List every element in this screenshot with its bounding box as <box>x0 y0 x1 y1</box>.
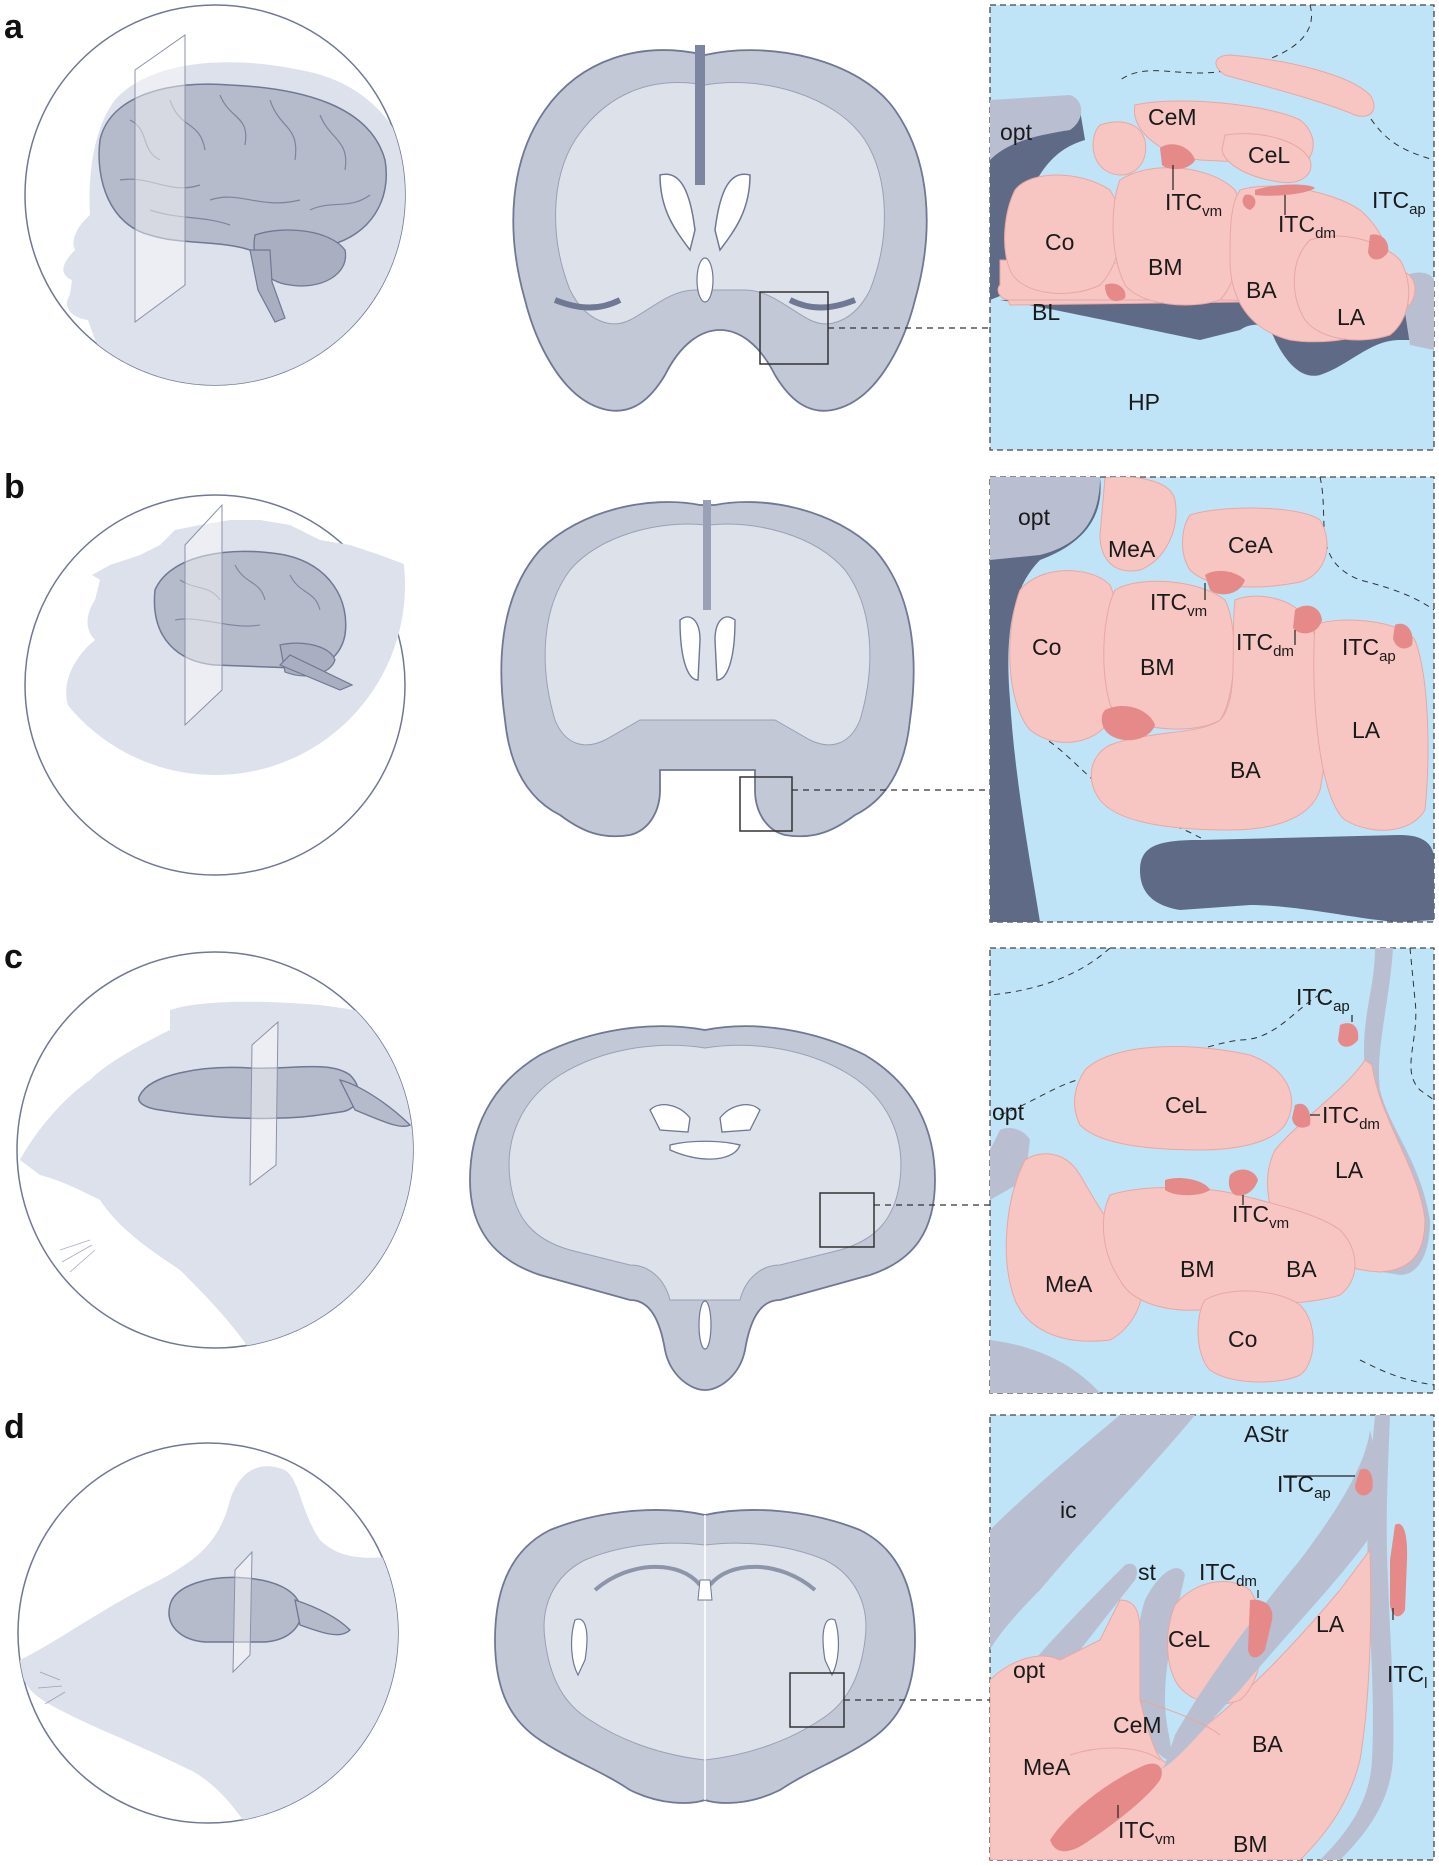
label-mea-d: MeA <box>1023 1754 1071 1780</box>
inset-d: AStr ITCap ic st ITCdm CeL LA ITCl opt C… <box>989 1414 1435 1861</box>
coronal-plane-c <box>249 1020 279 1187</box>
label-itc-vm-a: ITCvm <box>1165 189 1222 220</box>
label-cem-d: CeM <box>1113 1712 1162 1738</box>
inset-c: ITCap CeL opt ITCdm LA ITCvm MeA BM BA C… <box>989 947 1435 1394</box>
label-astr-d: AStr <box>1244 1421 1289 1447</box>
label-bm-c: BM <box>1180 1256 1215 1282</box>
panel-label-c: c <box>4 938 23 976</box>
inset-box-c <box>819 1192 875 1248</box>
label-st-d: st <box>1138 1559 1157 1585</box>
coronal-section-monkey <box>500 500 990 838</box>
inset-b: opt MeA CeA ITCvm ITCdm ITCap Co BM LA B… <box>989 476 1435 923</box>
label-cem-a: CeM <box>1148 104 1197 130</box>
coronal-section-human <box>512 45 990 412</box>
label-hp-a: HP <box>1128 389 1160 415</box>
label-itc-ap-c: ITCap <box>1296 984 1350 1015</box>
label-ba-c: BA <box>1286 1256 1317 1282</box>
label-cel-d: CeL <box>1168 1626 1210 1652</box>
label-opt-c: opt <box>992 1099 1025 1125</box>
mouse-silhouette <box>20 1466 398 1823</box>
label-itc-vm-c: ITCvm <box>1232 1201 1289 1232</box>
label-ba-a: BA <box>1246 277 1277 303</box>
label-la-a: LA <box>1337 304 1366 330</box>
label-itc-vm-b: ITCvm <box>1150 589 1207 620</box>
human-brainstem <box>249 249 286 323</box>
label-itc-dm-d: ITCdm <box>1199 1559 1257 1590</box>
panel-a: a <box>4 4 1435 451</box>
label-itc-dm-b: ITCdm <box>1236 629 1294 660</box>
coronal-plane-a <box>134 34 186 323</box>
label-itc-ap-b: ITCap <box>1342 634 1396 665</box>
label-opt-d: opt <box>1013 1657 1046 1683</box>
inset-box-b <box>739 776 793 832</box>
label-itc-dm-c: ITCdm <box>1322 1102 1380 1133</box>
panel-label-a: a <box>4 8 24 46</box>
human-head-circle <box>24 4 406 386</box>
label-ba-d: BA <box>1252 1731 1283 1757</box>
label-opt-b: opt <box>1018 504 1051 530</box>
label-cea-b: CeA <box>1228 532 1273 558</box>
panel-d: d <box>4 1408 1435 1861</box>
label-ba-b: BA <box>1230 757 1261 783</box>
label-cel-a: CeL <box>1248 142 1290 168</box>
coronal-plane-b <box>184 503 223 727</box>
label-la-b: LA <box>1352 717 1381 743</box>
label-co-a: Co <box>1045 229 1074 255</box>
label-bm-a: BM <box>1148 254 1183 280</box>
label-bm-b: BM <box>1140 654 1175 680</box>
label-bl-a: BL <box>1032 299 1060 325</box>
coronal-section-rat <box>469 1025 990 1391</box>
human-brain <box>98 83 387 256</box>
label-ic-d: ic <box>1060 1497 1077 1523</box>
label-itc-l-d: ITCl <box>1387 1661 1427 1692</box>
label-la-d: LA <box>1316 1611 1345 1637</box>
coronal-section-mouse <box>494 1509 990 1804</box>
label-mea-c: MeA <box>1045 1271 1093 1297</box>
monkey-head-circle <box>24 494 406 876</box>
monkey-brainstem <box>278 654 354 691</box>
label-mea-b: MeA <box>1108 536 1156 562</box>
label-co-b: Co <box>1032 634 1061 660</box>
panel-label-b: b <box>4 468 25 506</box>
label-itc-ap-a: ITCap <box>1372 187 1426 218</box>
mouse-head-circle <box>17 1442 399 1824</box>
label-co-c: Co <box>1228 1326 1257 1352</box>
rat-brain <box>138 1065 360 1120</box>
coronal-plane-d <box>232 1550 253 1674</box>
panel-b: b <box>4 468 1435 923</box>
panel-c: c <box>4 938 1435 1394</box>
rat-olfactory <box>338 1079 412 1127</box>
label-bm-d: BM <box>1233 1831 1268 1857</box>
mouse-olfactory <box>294 1599 351 1636</box>
inset-a: opt CeM CeL ITCvm ITCdm ITCap Co BM BA L… <box>989 4 1435 451</box>
panel-label-d: d <box>4 1408 25 1446</box>
label-opt-a: opt <box>1000 119 1033 145</box>
label-itc-ap-d: ITCap <box>1277 1471 1331 1502</box>
label-itc-vm-d: ITCvm <box>1118 1817 1175 1848</box>
label-itc-dm-a: ITCdm <box>1278 211 1336 242</box>
label-la-c: LA <box>1335 1157 1364 1183</box>
monkey-brain <box>153 550 347 669</box>
label-cel-c: CeL <box>1165 1092 1207 1118</box>
rat-head-circle <box>16 951 414 1349</box>
